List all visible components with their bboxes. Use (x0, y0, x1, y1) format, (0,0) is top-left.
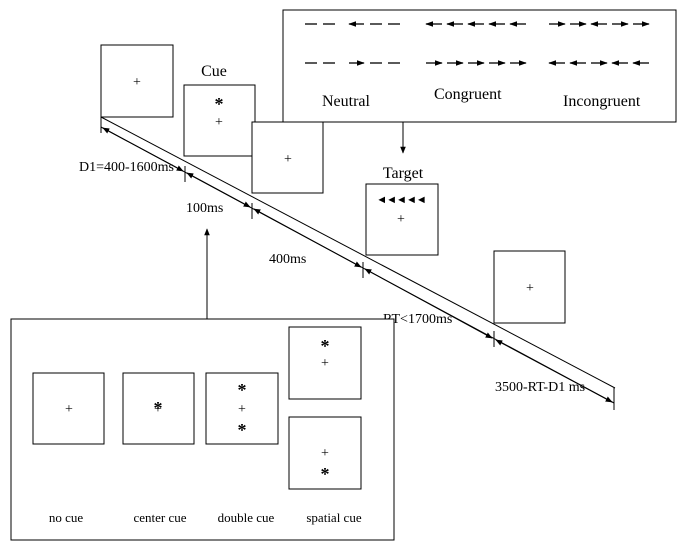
cue-types-panel: + + * * + * * + + * no cue center cue do… (10, 318, 395, 541)
spatial-cue-lower-frame: + * (288, 416, 362, 490)
target-flanker-arrows: ◄◄◄◄◄ (376, 194, 425, 206)
interval-d1-arrow (102, 127, 184, 172)
isi-duration-label: 400ms (269, 252, 306, 267)
fixation-cross: + (321, 446, 329, 461)
d1-duration-label: D1=400-1600ms (79, 160, 174, 175)
cue-duration-label: 100ms (186, 201, 223, 216)
target-label: Target (383, 165, 424, 182)
fixation-cross: + (154, 402, 162, 417)
interval-isi-arrow (253, 208, 362, 268)
neutral-label: Neutral (322, 93, 371, 110)
interval-remainder-arrow (495, 339, 613, 403)
remainder-duration-label: 3500-RT-D1 ms (495, 380, 585, 395)
target-frame: ◄◄◄◄◄ + (365, 183, 439, 256)
fixation-cross: + (397, 212, 405, 227)
center-cue-frame: + * (122, 372, 195, 445)
flanker-panel: Neutral Congruent Incongruent (282, 9, 677, 123)
lower-asterisk: * (238, 420, 247, 440)
rt-duration-label: RT<1700ms (383, 312, 452, 327)
fixation-cross: + (238, 402, 246, 417)
cue-label: Cue (201, 63, 227, 80)
fixation-cross: + (215, 115, 223, 130)
double-cue-frame: * + * (205, 372, 279, 445)
fixation-frame-2: + (251, 121, 324, 194)
lower-asterisk: * (321, 464, 330, 484)
fixation-cross: + (65, 402, 73, 417)
upper-asterisk: * (238, 380, 247, 400)
center-asterisk: * (154, 398, 163, 418)
spatial-cue-upper-frame: * + (288, 326, 362, 400)
cue-frame: * + (183, 84, 256, 157)
fixation-cross: + (284, 152, 292, 167)
center-cue-label: center cue (133, 510, 186, 525)
interval-cue-arrow (186, 172, 251, 208)
cue-asterisk: * (215, 94, 224, 114)
spatial-cue-label: spatial cue (306, 510, 361, 525)
fixation-cross: + (321, 356, 329, 371)
fixation-cross: + (133, 75, 141, 90)
incongruent-label: Incongruent (563, 93, 641, 110)
no-cue-label: no cue (49, 510, 84, 525)
no-cue-frame: + (32, 372, 105, 445)
fixation-frame-3: + (493, 250, 566, 324)
double-cue-label: double cue (218, 510, 275, 525)
flanker-panel-frame (282, 9, 677, 123)
upper-asterisk: * (321, 336, 330, 356)
fixation-cross: + (526, 281, 534, 296)
interval-rt-arrow (364, 268, 493, 339)
congruent-label: Congruent (434, 86, 502, 103)
timeline (100, 116, 616, 410)
fixation-frame-1: + (100, 44, 174, 118)
